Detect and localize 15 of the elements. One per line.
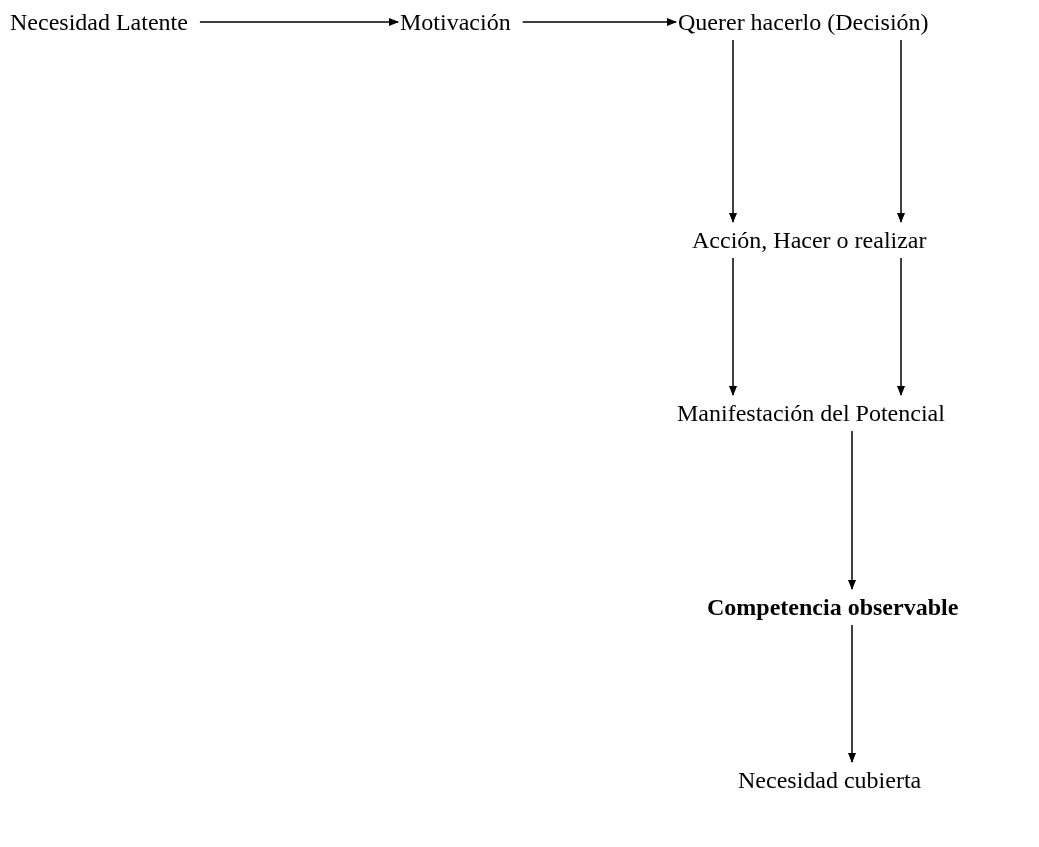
step-label: Necesidad Latente xyxy=(10,8,188,36)
step-label: Motivación xyxy=(400,8,511,36)
arrow xyxy=(848,430,856,590)
arrow xyxy=(199,18,399,26)
step-label: Querer hacerlo (Decisión) xyxy=(678,8,929,36)
step-label: Acción, Hacer o realizar xyxy=(692,226,927,254)
arrow xyxy=(729,39,737,223)
arrow xyxy=(521,18,677,26)
arrow xyxy=(729,257,737,396)
arrow xyxy=(897,39,905,223)
step-label: Manifestación del Potencial xyxy=(677,399,945,427)
arrow xyxy=(848,624,856,763)
step-label: Competencia observable xyxy=(707,593,959,621)
step-label: Necesidad cubierta xyxy=(738,766,922,794)
arrow xyxy=(897,257,905,396)
